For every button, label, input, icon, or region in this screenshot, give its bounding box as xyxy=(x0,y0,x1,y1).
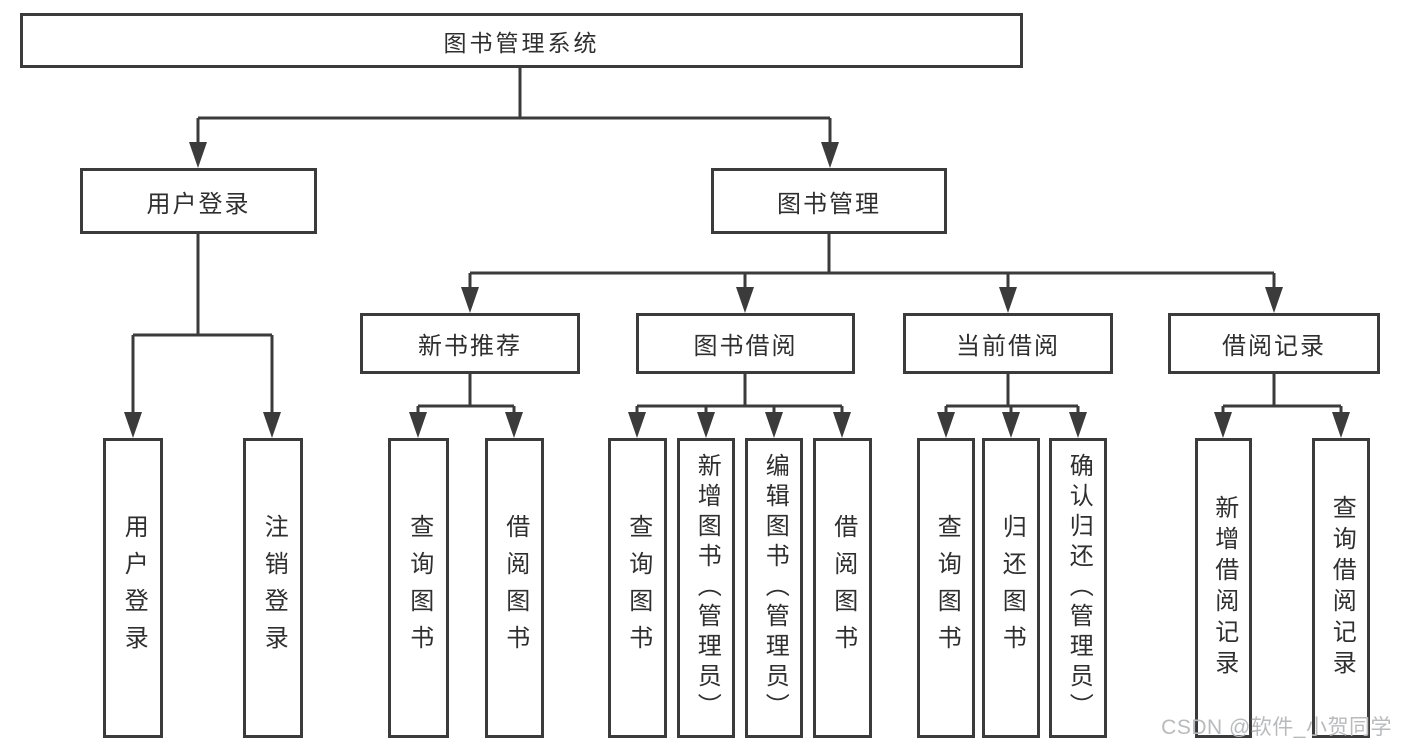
connector-user-login xyxy=(131,234,274,416)
node-root: 图书管理系统 xyxy=(20,13,1023,68)
connector-book-borrow xyxy=(635,374,844,416)
leaf-logout-label: 注销登录 xyxy=(260,514,288,662)
node-current-borrow-label: 当前借阅 xyxy=(956,333,1060,360)
leaf-borrow-books-label: 借阅图书 xyxy=(829,514,857,662)
leaf-query-books-current: 查询图书 xyxy=(917,438,975,738)
leaf-query-borrow-record: 查询借阅记录 xyxy=(1312,438,1370,738)
leaf-borrow-books: 借阅图书 xyxy=(813,438,872,738)
node-book-borrow-label: 图书借阅 xyxy=(693,333,798,360)
leaf-add-borrow-record-label: 新增借阅记录 xyxy=(1210,495,1238,681)
leaf-confirm-return-admin-label: 确认归还（管理员） xyxy=(1065,453,1093,723)
leaf-add-book-admin: 新增图书（管理员） xyxy=(677,438,735,738)
node-book-management-label: 图书管理 xyxy=(777,190,881,218)
node-new-book-recommend: 新书推荐 xyxy=(360,313,580,374)
node-borrow-records-label: 借阅记录 xyxy=(1222,333,1326,360)
node-book-management: 图书管理 xyxy=(711,168,947,234)
leaf-user-login-label: 用户登录 xyxy=(120,514,148,662)
node-user-login: 用户登录 xyxy=(80,168,317,234)
leaf-logout: 注销登录 xyxy=(243,438,303,738)
leaf-add-borrow-record: 新增借阅记录 xyxy=(1195,438,1252,738)
watermark: CSDN @软件_小贺同学 xyxy=(1161,716,1392,739)
leaf-query-borrow-record-label: 查询借阅记录 xyxy=(1328,495,1356,681)
connector-borrow-records xyxy=(1221,374,1343,416)
node-new-book-recommend-label: 新书推荐 xyxy=(418,333,522,360)
node-book-borrow: 图书借阅 xyxy=(636,313,855,374)
leaf-user-login: 用户登录 xyxy=(103,438,163,738)
leaf-borrow-books-recommend: 借阅图书 xyxy=(485,438,544,738)
leaf-edit-book-admin: 编辑图书（管理员） xyxy=(745,438,803,738)
connector-current-borrow xyxy=(944,374,1080,416)
leaf-query-books-recommend-label: 查询图书 xyxy=(405,514,433,662)
connector-root xyxy=(196,68,832,146)
leaf-edit-book-admin-label: 编辑图书（管理员） xyxy=(761,453,789,723)
leaf-add-book-admin-label: 新增图书（管理员） xyxy=(693,453,721,723)
leaf-query-books-borrow: 查询图书 xyxy=(608,438,667,738)
leaf-return-book: 归还图书 xyxy=(982,438,1040,738)
node-current-borrow: 当前借阅 xyxy=(903,313,1113,374)
leaf-query-books-recommend: 查询图书 xyxy=(388,438,449,738)
node-borrow-records: 借阅记录 xyxy=(1168,313,1380,374)
leaf-query-books-current-label: 查询图书 xyxy=(933,514,961,662)
node-user-login-label: 用户登录 xyxy=(146,190,251,218)
leaf-borrow-books-recommend-label: 借阅图书 xyxy=(501,514,529,662)
connector-new-book xyxy=(416,374,516,416)
leaf-confirm-return-admin: 确认归还（管理员） xyxy=(1049,438,1107,738)
node-root-label: 图书管理系统 xyxy=(443,29,600,56)
leaf-query-books-borrow-label: 查询图书 xyxy=(624,514,652,662)
leaf-return-book-label: 归还图书 xyxy=(998,514,1026,662)
connector-book-management xyxy=(468,234,1276,291)
